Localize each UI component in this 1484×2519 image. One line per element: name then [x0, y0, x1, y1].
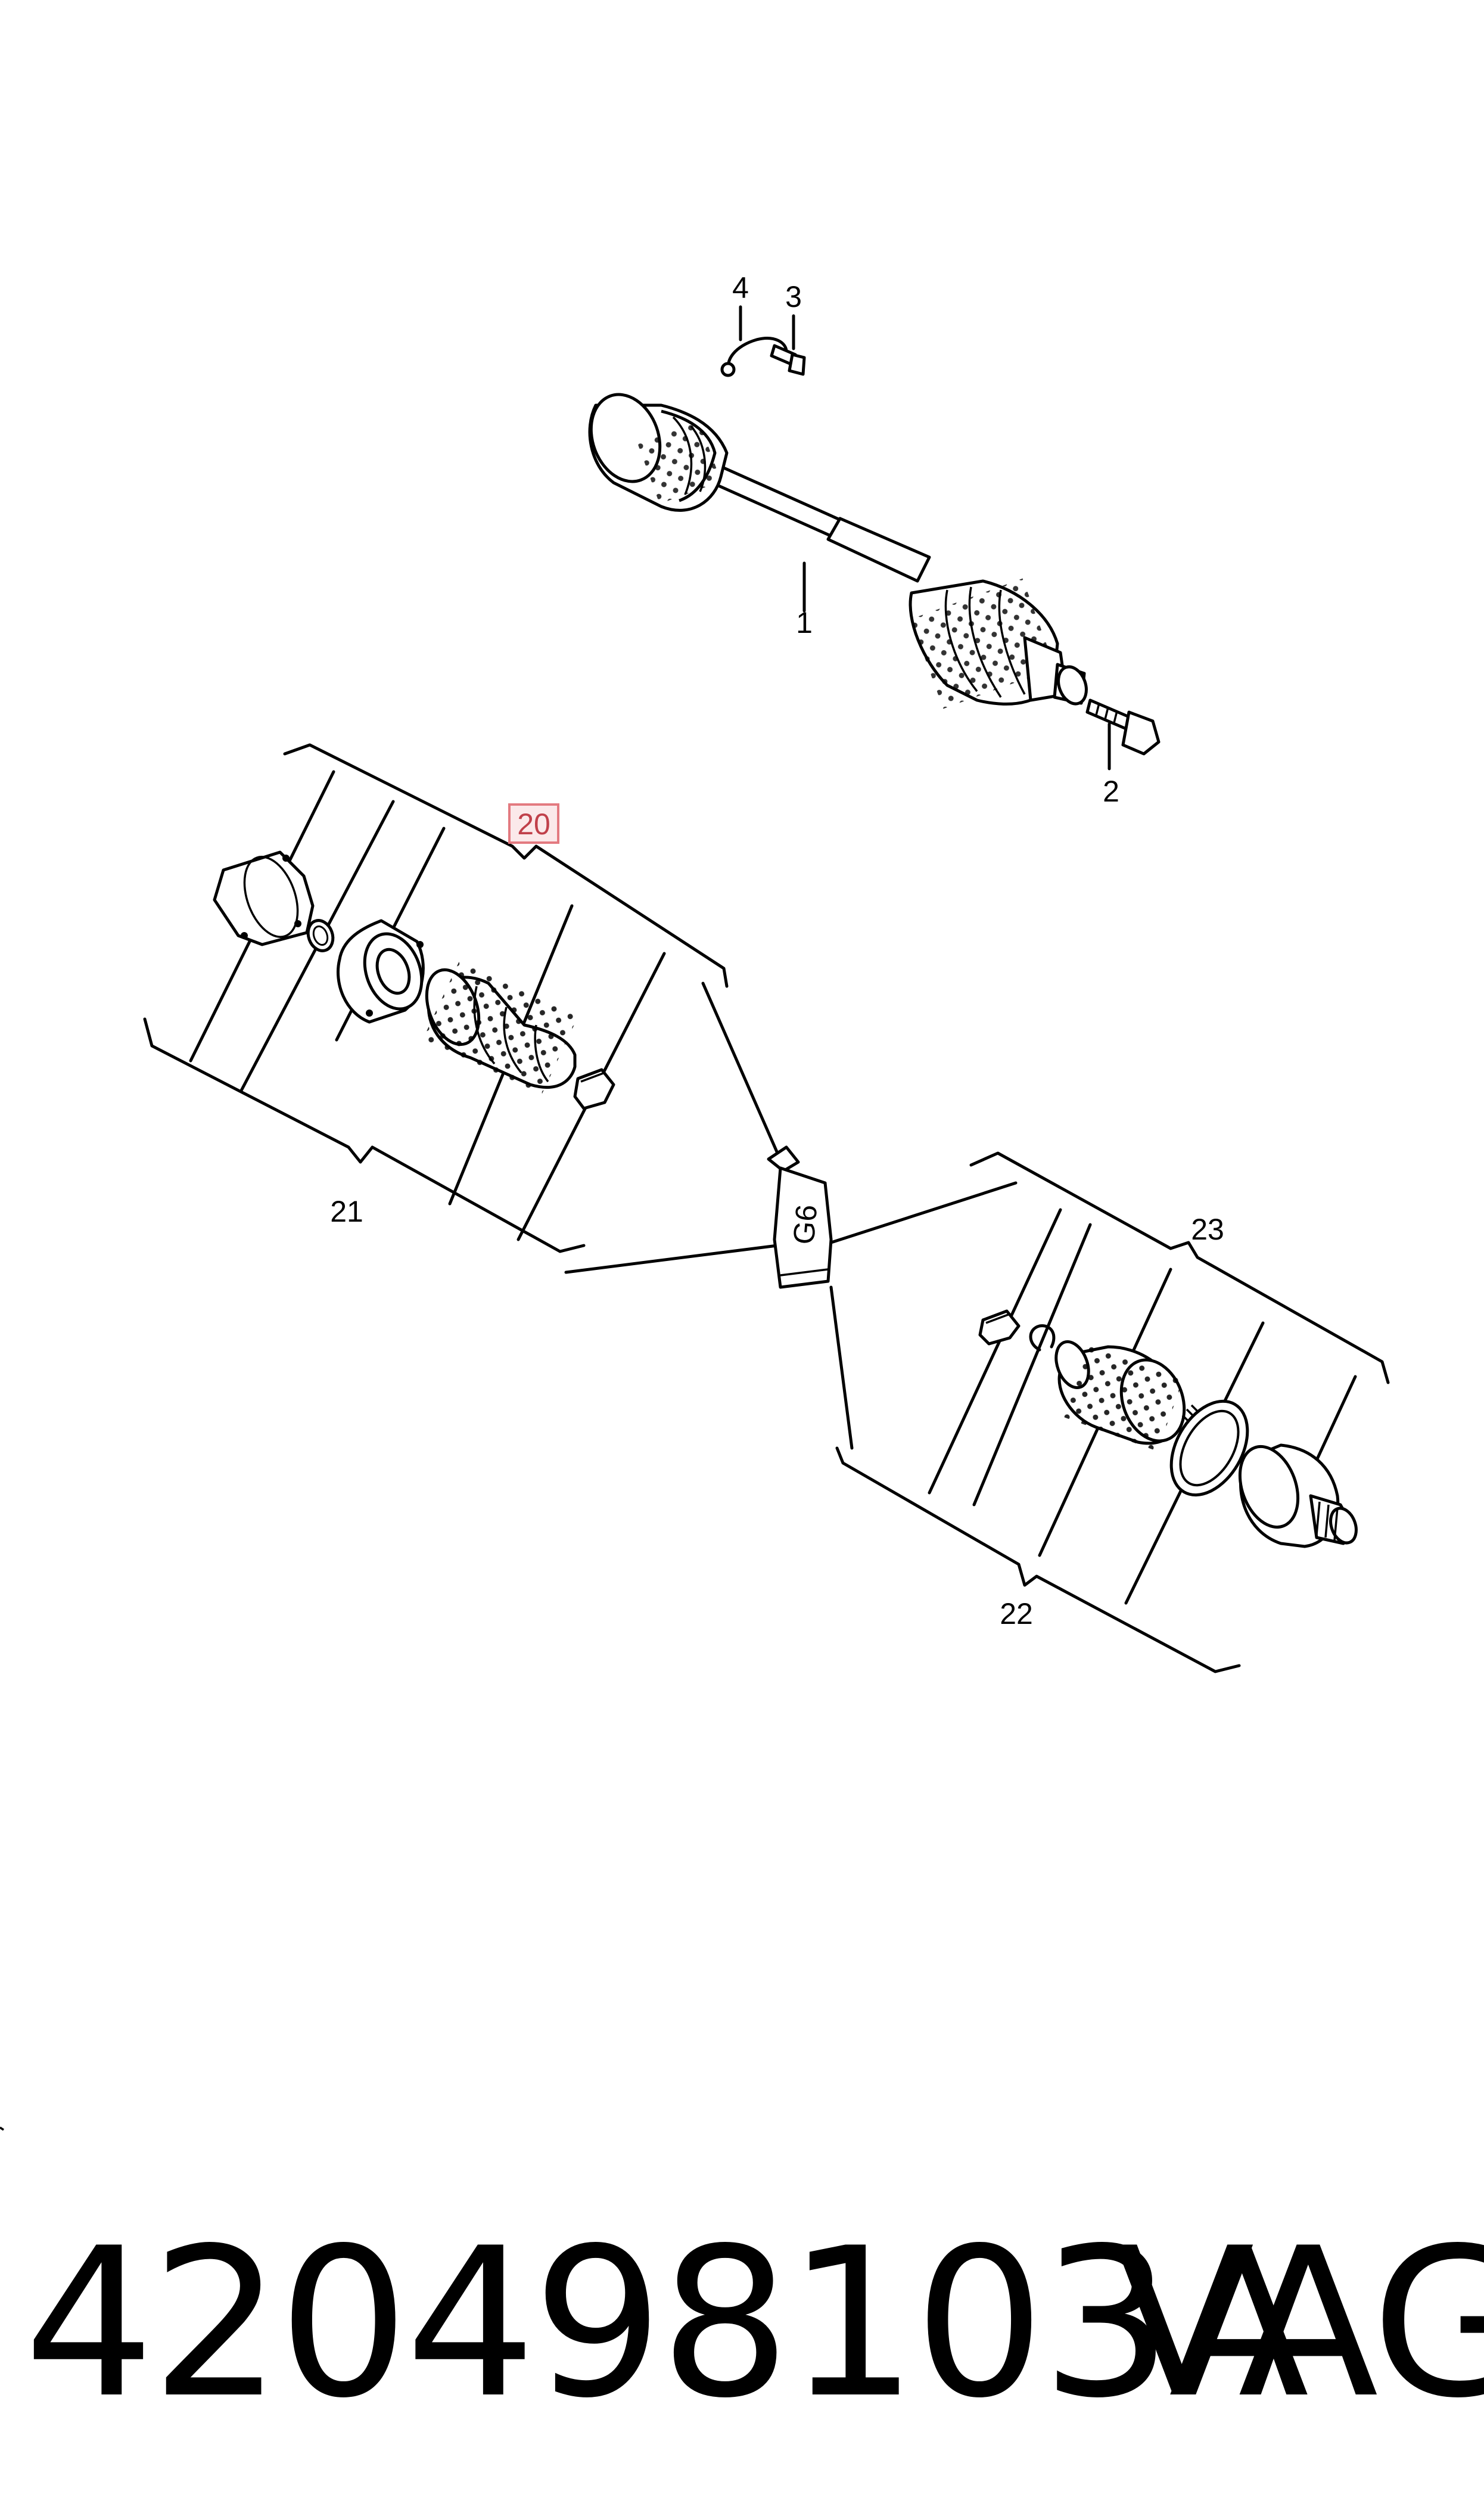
edge-mark	[0, 2126, 4, 2131]
drive-shaft-assembly	[588, 393, 1088, 709]
outer-boot-clamp-part	[978, 1309, 1021, 1346]
outer-circlip-part	[1029, 1324, 1056, 1352]
boot-housing-part	[213, 850, 315, 946]
screw-part	[770, 314, 806, 376]
callout-3: 3	[785, 280, 802, 313]
callout-21: 21	[330, 1195, 363, 1228]
bracket-clip-part	[720, 305, 788, 377]
callout-4: 4	[732, 271, 749, 305]
callout-1: 1	[796, 606, 813, 639]
circlip-part	[306, 919, 335, 952]
callout-22: 22	[1000, 1597, 1033, 1630]
rubber-boot-part	[422, 959, 579, 1097]
outer-cv-joint-part	[1238, 1443, 1358, 1548]
callout-20-highlight	[508, 803, 559, 844]
callout-20: 20	[517, 807, 550, 841]
outer-rubber-boot-part	[1054, 1340, 1186, 1452]
callout-2: 2	[1103, 775, 1119, 808]
part-number: 420498103A	[24, 2204, 1309, 2443]
grease-tube-label: G6	[787, 1203, 824, 1245]
brand-name: VAG	[1114, 2204, 1484, 2443]
cv-joint-part	[336, 919, 425, 1024]
boot-clamp-part	[573, 1068, 615, 1110]
footer-caption: 420498103A VAG	[24, 2204, 1484, 2443]
hex-bolt-part	[1085, 698, 1161, 771]
callout-23: 23	[1191, 1213, 1224, 1246]
outer-joint-kit-bracket	[829, 1151, 1390, 1673]
outer-band-clamp-part	[1169, 1399, 1249, 1497]
grease-tube: G6	[767, 1145, 833, 1289]
